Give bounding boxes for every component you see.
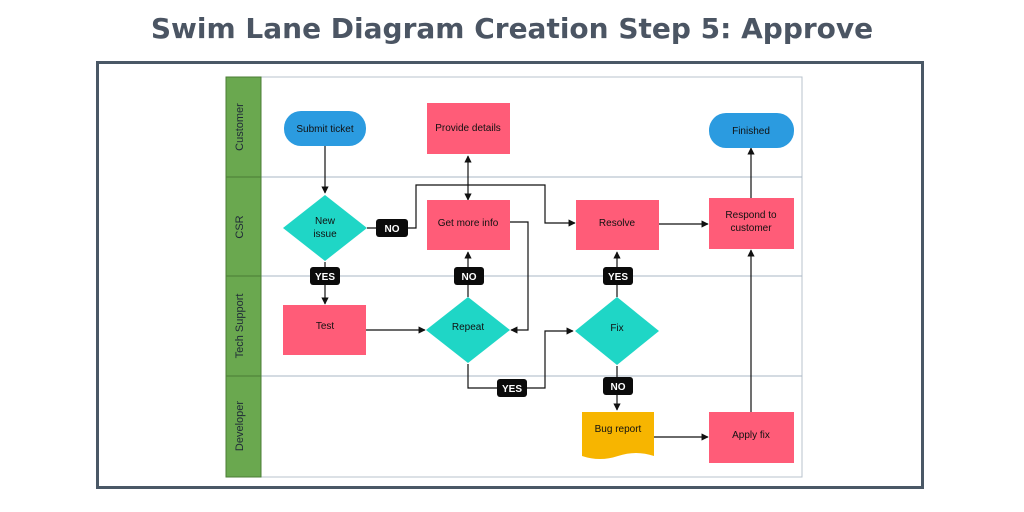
tag-no-new-issue-label: NO	[385, 224, 400, 235]
edge-get-info-to-repeat	[510, 221, 529, 334]
lane-label-customer: Customer	[234, 103, 246, 151]
lane-header-developer	[225, 375, 262, 478]
node-new-issue-label-line2: issue	[313, 229, 337, 240]
node-test-label: Test	[316, 321, 335, 332]
node-get-more-info-label: Get more info	[438, 218, 499, 229]
tag-yes-repeat	[497, 379, 527, 397]
lane-header-customer	[225, 76, 262, 178]
node-bug-report	[582, 412, 654, 459]
tag-yes-fix	[603, 267, 633, 285]
node-new-issue	[283, 195, 367, 261]
lane-header-csr	[225, 176, 262, 277]
tag-no-repeat-label: NO	[462, 272, 477, 283]
node-bug-report-label: Bug report	[595, 424, 642, 435]
node-submit-ticket	[284, 111, 366, 146]
lane-header-tech-support	[225, 275, 262, 377]
node-apply-fix	[709, 412, 794, 463]
tag-no-repeat	[454, 267, 484, 285]
tag-yes-new-issue-label: YES	[315, 272, 335, 283]
node-respond-label-line1: Respond to	[725, 210, 777, 221]
node-get-more-info	[427, 200, 510, 250]
tag-no-fix	[603, 377, 633, 395]
tag-yes-new-issue	[310, 267, 340, 285]
tag-no-new-issue	[376, 219, 408, 237]
node-fix-label: Fix	[610, 323, 623, 334]
node-repeat-label: Repeat	[452, 322, 484, 333]
page-title: Swim Lane Diagram Creation Step 5: Appro…	[150, 12, 874, 45]
node-resolve-label: Resolve	[599, 218, 636, 229]
lane-label-csr: CSR	[234, 215, 246, 238]
node-fix	[575, 297, 659, 365]
node-resolve	[576, 200, 659, 250]
tag-yes-repeat-label: YES	[502, 384, 522, 395]
node-finished-label: Finished	[732, 126, 770, 137]
lane-label-tech-support: Tech Support	[234, 294, 246, 359]
node-provide-details-label: Provide details	[435, 123, 501, 134]
edge-repeat-yes-to-fix	[467, 327, 574, 389]
node-submit-ticket-label: Submit ticket	[296, 124, 353, 135]
node-respond-label-line2: customer	[730, 223, 772, 234]
tag-yes-fix-label: YES	[608, 272, 628, 283]
node-new-issue-label-line1: New	[315, 216, 336, 227]
tag-no-fix-label: NO	[611, 382, 626, 393]
node-apply-fix-label: Apply fix	[732, 430, 770, 441]
node-provide-details	[427, 103, 510, 154]
node-test	[283, 305, 366, 355]
lane-label-developer: Developer	[234, 401, 246, 451]
node-repeat	[426, 297, 510, 363]
node-finished	[709, 113, 794, 148]
node-respond-to-customer	[709, 198, 794, 249]
